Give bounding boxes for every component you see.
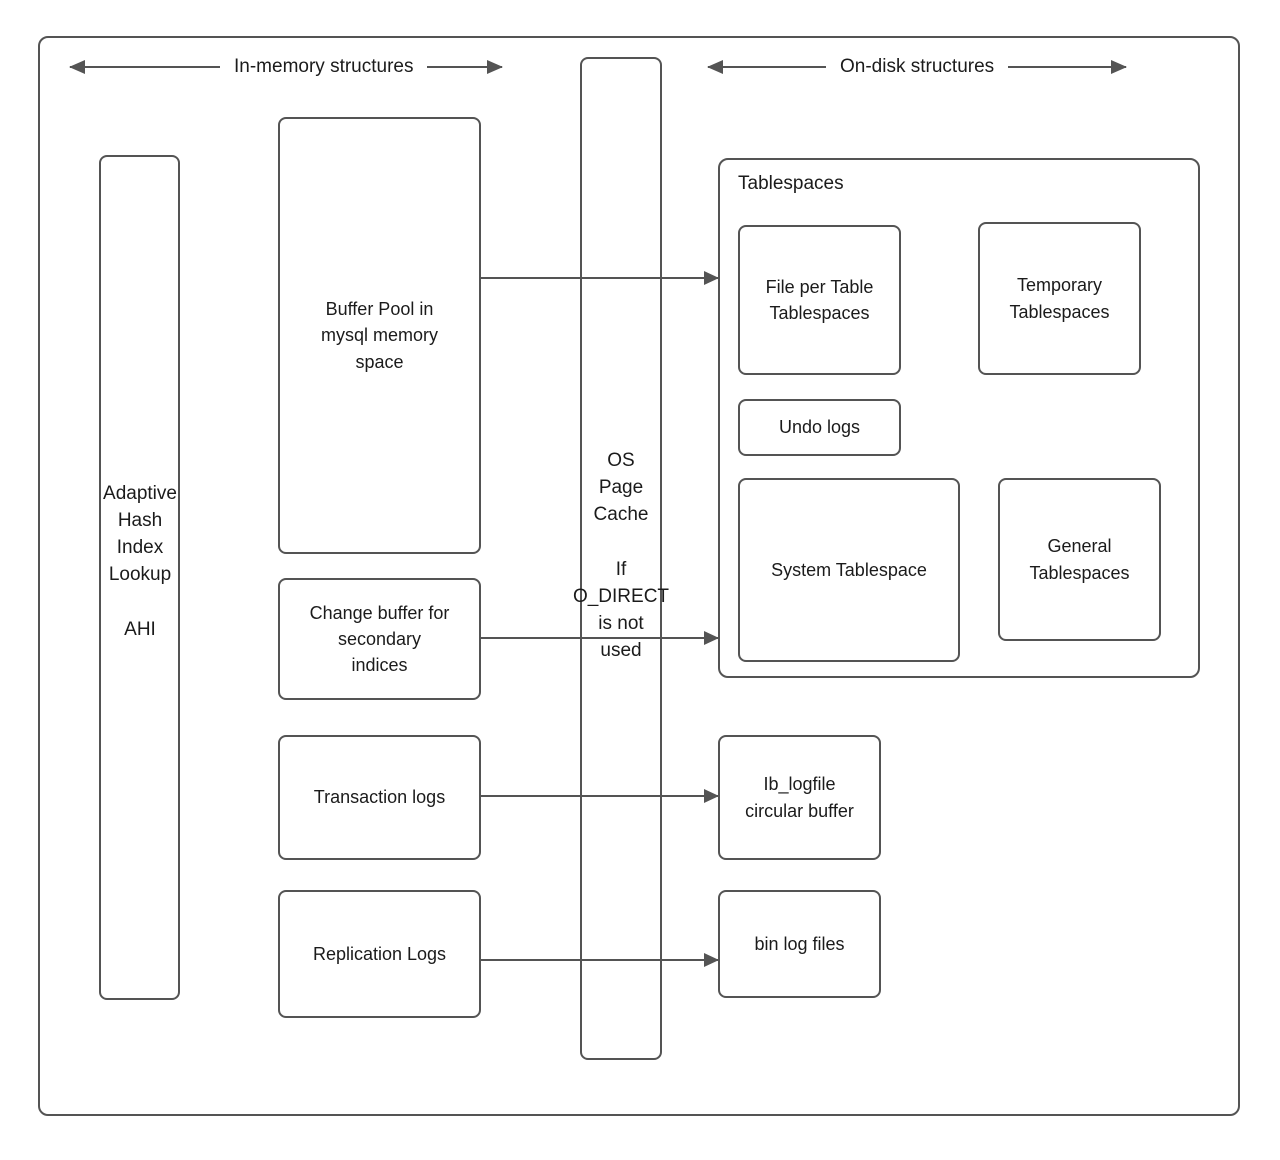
temporary-tablespaces-box[interactable]: Temporary Tablespaces (978, 222, 1141, 375)
connector-transaction-logs-to-ib-logfile (481, 789, 719, 803)
arrow-left-on-disk (707, 60, 826, 74)
adaptive-hash-index-label: Adaptive Hash Index Lookup AHI (103, 483, 177, 640)
system-tablespace-box[interactable]: System Tablespace (738, 478, 960, 662)
general-tablespaces-box[interactable]: General Tablespaces (998, 478, 1161, 641)
change-buffer-box[interactable]: Change buffer for secondary indices (278, 578, 481, 700)
connector-change-buffer-to-tablespaces (481, 631, 719, 645)
arrow-left-in-memory (69, 60, 220, 74)
transaction-logs-box[interactable]: Transaction logs (278, 735, 481, 860)
arrow-right-in-memory (427, 60, 504, 74)
bin-log-files-box[interactable]: bin log files (718, 890, 881, 998)
ib-logfile-circular-buffer-box[interactable]: Ib_logfile circular buffer (718, 735, 881, 860)
os-page-cache-label: OS Page Cache If O_DIRECT is not used (572, 450, 670, 662)
buffer-pool-box[interactable]: Buffer Pool in mysql memory space (278, 117, 481, 554)
replication-logs-box[interactable]: Replication Logs (278, 890, 481, 1018)
file-per-table-tablespaces-box[interactable]: File per Table Tablespaces (738, 225, 901, 375)
undo-logs-box[interactable]: Undo logs (738, 399, 901, 456)
outer-frame (38, 36, 1240, 1116)
tablespaces-container (718, 158, 1200, 678)
connector-buffer-pool-to-tablespaces (481, 271, 719, 285)
band-in-memory-structures: In-memory structures (69, 52, 570, 82)
band-label-in-memory: In-memory structures (234, 56, 414, 77)
arrow-right-on-disk (1008, 60, 1128, 74)
connector-replication-logs-to-bin-log-files (481, 953, 719, 967)
band-label-on-disk: On-disk structures (840, 56, 995, 77)
os-page-cache-box[interactable] (580, 57, 662, 1060)
tablespaces-title: Tablespaces (738, 173, 844, 194)
adaptive-hash-index-box[interactable] (99, 155, 180, 1000)
band-on-disk-structures: On-disk structures (707, 52, 1208, 82)
